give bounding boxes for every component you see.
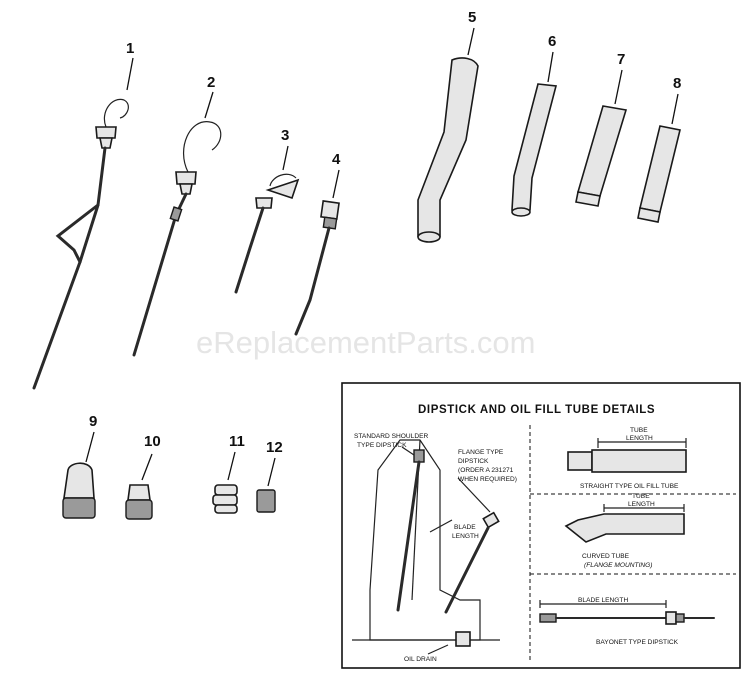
watermark: eReplacementParts.com	[196, 325, 535, 360]
callout-5: 5	[468, 9, 476, 26]
label-tube-length-2: LENGTH	[626, 435, 653, 442]
label-tube-length-1: TUBE	[630, 427, 648, 434]
callout-3: 3	[281, 127, 289, 144]
part-11-plug[interactable]: 11	[212, 433, 245, 514]
label-straight-tube: STRAIGHT TYPE OIL FILL TUBE	[580, 483, 679, 490]
callout-1: 1	[126, 40, 134, 57]
label-flange-4: WHEN REQUIRED)	[458, 476, 517, 483]
part-4-dipstick[interactable]: 4	[294, 151, 341, 336]
label-blade-length-2: LENGTH	[452, 533, 479, 540]
part-9-plug[interactable]: 9	[62, 413, 97, 519]
part-8-oil-fill-tube[interactable]: 8	[637, 75, 681, 223]
label-oil-drain: OIL DRAIN	[404, 656, 437, 663]
part-7-oil-fill-tube[interactable]: 7	[575, 51, 628, 207]
label-standard-shoulder-2: TYPE DIPSTICK	[357, 442, 407, 449]
callout-12: 12	[266, 439, 283, 456]
part-12-plug[interactable]: 12	[256, 439, 283, 513]
label-bayonet: BAYONET TYPE DIPSTICK	[596, 639, 679, 646]
label-blade-length-bayonet: BLADE LENGTH	[578, 597, 628, 604]
callout-9: 9	[89, 413, 97, 430]
straight-tube-drawing	[567, 438, 687, 473]
label-flange-mounting: (FLANGE MOUNTING)	[584, 562, 653, 569]
label-flange-1: FLANGE TYPE	[458, 449, 504, 456]
bayonet-dipstick-drawing	[539, 600, 715, 625]
callout-7: 7	[617, 51, 625, 68]
callout-2: 2	[207, 74, 215, 91]
label-curved-tube: CURVED TUBE	[582, 553, 630, 560]
label-blade-length-1: BLADE	[454, 524, 476, 531]
part-10-plug[interactable]: 10	[125, 433, 161, 520]
detail-box: DIPSTICK AND OIL FILL TUBE DETAILS STAND…	[341, 382, 741, 669]
label-tube-length-b2: LENGTH	[628, 501, 655, 508]
callout-10: 10	[144, 433, 161, 450]
callout-6: 6	[548, 33, 556, 50]
part-3-dipstick[interactable]: 3	[234, 127, 300, 294]
label-flange-3: (ORDER A 231271	[458, 467, 514, 474]
callout-11: 11	[229, 433, 245, 450]
label-tube-length-b1: TUBE	[632, 493, 650, 500]
label-flange-2: DIPSTICK	[458, 458, 489, 465]
part-2-dipstick[interactable]: 2	[132, 74, 222, 357]
detail-box-title: DIPSTICK AND OIL FILL TUBE DETAILS	[418, 404, 655, 416]
engine-cross-section	[352, 439, 500, 655]
callout-4: 4	[332, 151, 341, 168]
curved-tube-drawing	[564, 504, 685, 543]
part-1-dipstick[interactable]: 1	[32, 40, 134, 390]
part-6-oil-fill-tube[interactable]: 6	[511, 33, 558, 217]
label-standard-shoulder-1: STANDARD SHOULDER	[354, 433, 428, 440]
part-5-oil-fill-tube[interactable]: 5	[417, 9, 479, 243]
callout-8: 8	[673, 75, 681, 92]
